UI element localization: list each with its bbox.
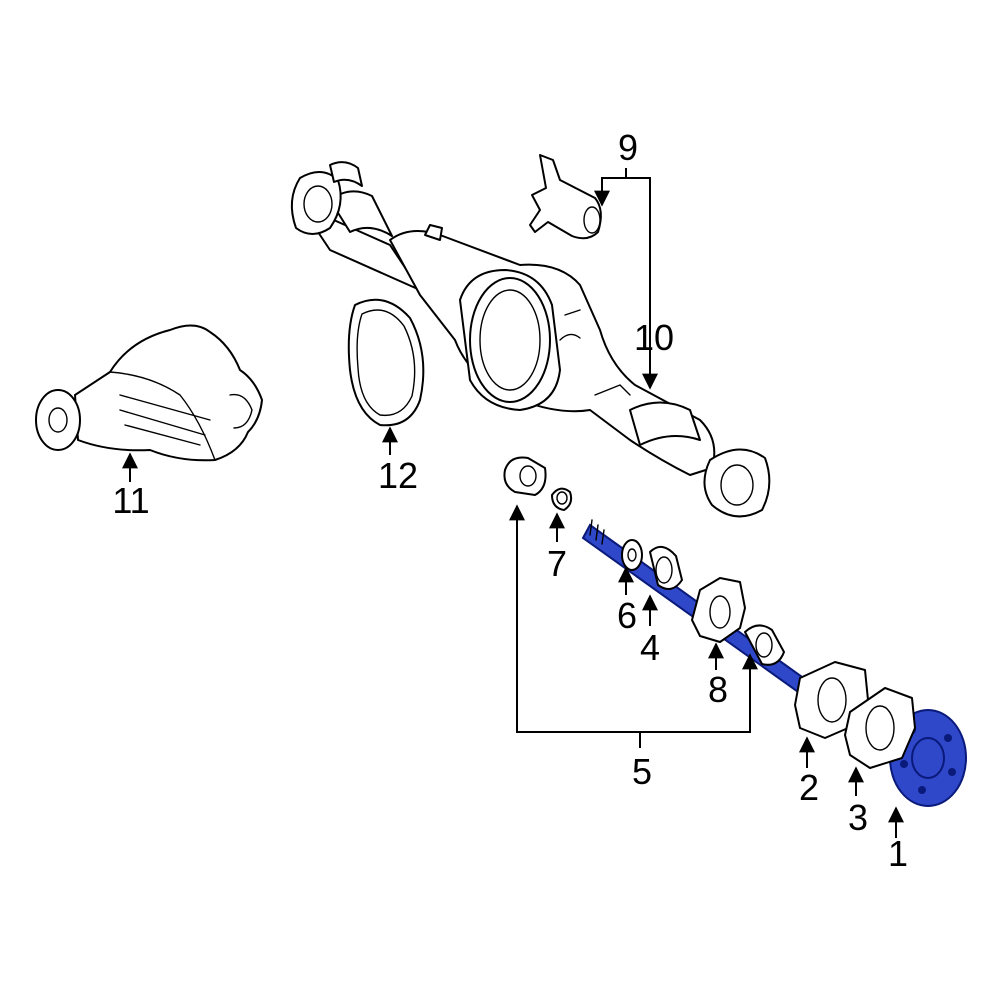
callout-1[interactable]: 1: [888, 833, 908, 874]
leader-lines: [122, 168, 904, 838]
callout-9[interactable]: 9: [618, 127, 638, 168]
callout-5[interactable]: 5: [632, 751, 652, 792]
axle-housing[interactable]: [290, 161, 771, 518]
retainer-ring[interactable]: [621, 539, 643, 571]
cover-gasket[interactable]: [347, 298, 425, 427]
vent-bracket-part[interactable]: [529, 154, 602, 240]
callout-7[interactable]: 7: [547, 543, 567, 584]
callout-10[interactable]: 10: [634, 317, 674, 358]
callout-12[interactable]: 12: [378, 455, 418, 496]
callout-8[interactable]: 8: [708, 669, 728, 710]
bearing-cup[interactable]: [503, 456, 547, 496]
backing-plate-gasket[interactable]: [844, 687, 916, 769]
callout-4[interactable]: 4: [640, 627, 660, 668]
differential-carrier[interactable]: [35, 324, 263, 462]
callout-3[interactable]: 3: [848, 797, 868, 838]
callout-11[interactable]: 11: [112, 480, 149, 521]
callout-labels: 1 2 3 4 5 6 7 8 9 10 11 12: [112, 127, 908, 874]
callout-2[interactable]: 2: [799, 767, 819, 808]
callout-6[interactable]: 6: [617, 595, 637, 636]
retaining-snap-ring[interactable]: [551, 487, 573, 511]
